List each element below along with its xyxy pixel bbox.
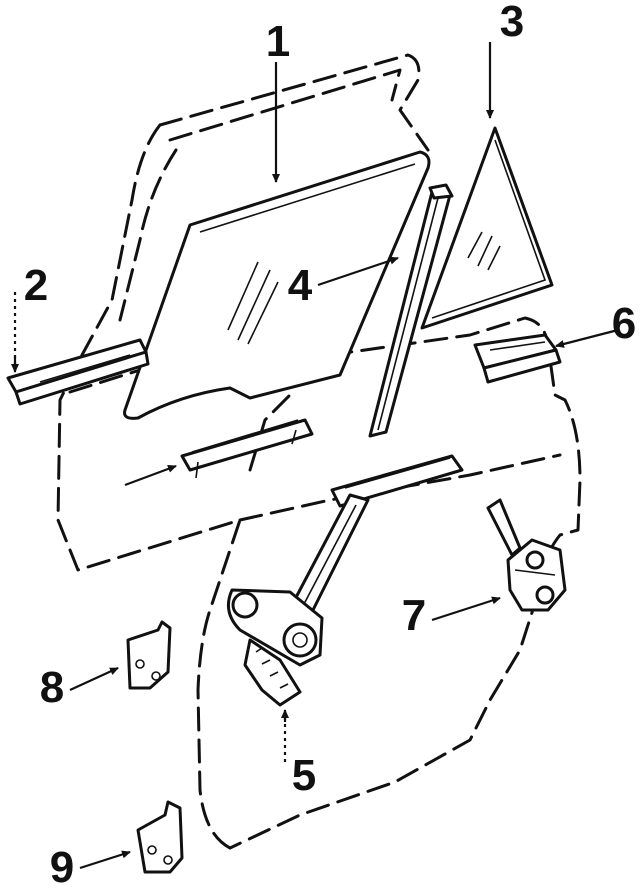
- lower-hinge: [136, 800, 184, 874]
- callout-6: 6: [612, 299, 636, 348]
- glass-run-channel: [180, 418, 314, 479]
- outside-handle: [473, 333, 562, 384]
- callout-9: 9: [50, 843, 74, 892]
- callout-7: 7: [402, 591, 426, 640]
- callout-labels: 1 2 3 4 5 6 7 8 9: [24, 0, 636, 892]
- callout-1: 1: [266, 17, 290, 66]
- door-glass: [123, 150, 431, 420]
- callout-4: 4: [288, 261, 313, 310]
- leader-lines: [11, 42, 619, 870]
- window-regulator: [226, 493, 370, 707]
- door-lock: [486, 498, 567, 612]
- callout-3: 3: [500, 0, 524, 46]
- callout-2: 2: [24, 261, 48, 310]
- quarter-glass: [420, 126, 554, 330]
- division-channel: [368, 183, 454, 438]
- callout-8: 8: [40, 663, 64, 712]
- regulator-rail: [330, 454, 464, 508]
- callout-5: 5: [292, 751, 316, 800]
- upper-hinge: [126, 620, 172, 690]
- belt-weatherstrip: [6, 338, 150, 406]
